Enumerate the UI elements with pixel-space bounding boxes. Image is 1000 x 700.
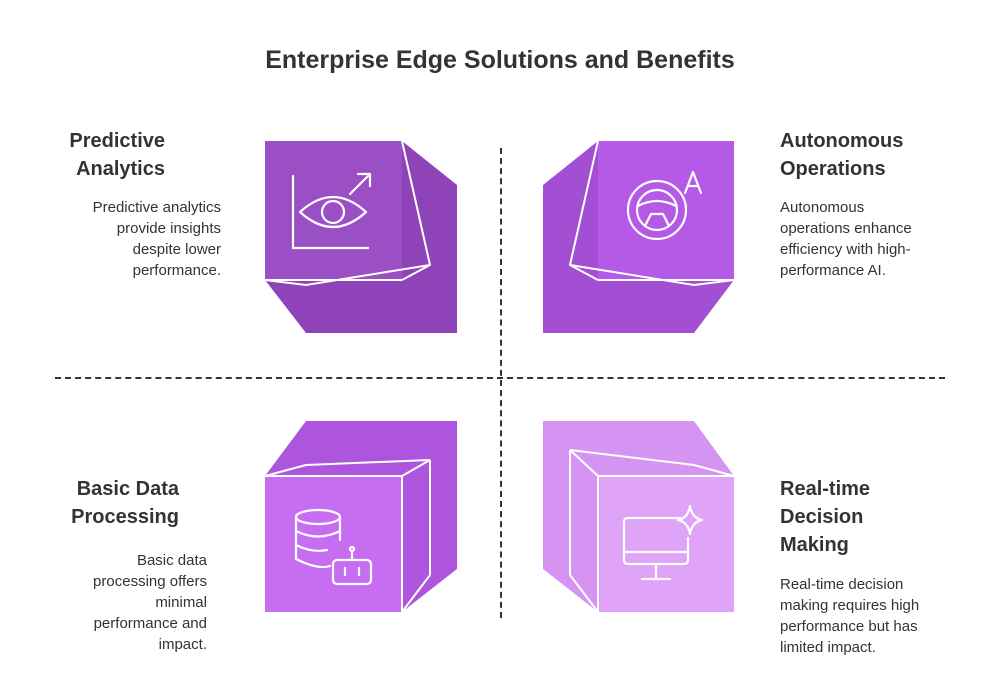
basic-data-processing-cube [264, 421, 457, 613]
desc-line: efficiency with high- [780, 241, 911, 258]
title-line: Analytics [76, 158, 165, 180]
cube-bottom-face [543, 280, 734, 333]
desc-line: Autonomous [780, 199, 865, 216]
title-line: Processing [71, 506, 179, 528]
desc-line: Predictive analytics [92, 199, 221, 216]
desc-line: minimal [155, 594, 207, 611]
title-line: Autonomous [780, 130, 904, 152]
desc-line: performance and [93, 615, 207, 632]
real-time-decision-making-title: Real-time Decision Making [780, 475, 970, 559]
monitor-sparkle-icon [622, 504, 704, 581]
autonomous-operations-cube [543, 140, 735, 333]
desc-line: impact. [158, 636, 207, 653]
cube-front-face [598, 141, 734, 280]
title-line: Basic Data [76, 478, 179, 500]
title-line: Real-time [780, 478, 871, 500]
autonomous-operations-title: Autonomous Operations [780, 127, 970, 183]
desc-line: provide insights [116, 220, 221, 237]
predictive-analytics-title: Predictive Analytics [40, 127, 165, 183]
desc-line: performance. [132, 262, 221, 279]
predictive-analytics-cube [264, 140, 457, 333]
diagram-title: Enterprise Edge Solutions and Benefits [265, 46, 735, 74]
cube-front-face [598, 476, 734, 612]
desc-line: performance but has [780, 618, 918, 635]
title-line: Decision [780, 506, 864, 528]
real-time-decision-making-description: Real-time decision making requires high … [780, 574, 980, 658]
desc-line: Real-time decision [780, 576, 904, 593]
steering-wheel-auto-icon [626, 170, 703, 241]
desc-line: limited impact. [780, 639, 876, 656]
basic-data-processing-title: Basic Data Processing [40, 475, 179, 531]
desc-line: Basic data [136, 552, 207, 569]
basic-data-processing-description: Basic data processing offers minimal per… [40, 550, 207, 655]
horizontal-axis-line [55, 377, 945, 379]
desc-line: processing offers [93, 573, 207, 590]
title-line: Operations [780, 158, 886, 180]
predictive-analytics-description: Predictive analytics provide insights de… [40, 197, 221, 281]
desc-line: performance AI. [780, 262, 886, 279]
desc-line: operations enhance [780, 220, 912, 237]
real-time-decision-making-cube [543, 421, 735, 613]
vertical-axis-line [500, 148, 502, 618]
title-line: Making [780, 534, 849, 556]
cube-front-face [265, 476, 402, 612]
desc-line: making requires high [780, 597, 920, 614]
cube-bottom-face [265, 280, 457, 333]
cube-side-face [543, 141, 598, 333]
database-bot-icon [294, 508, 373, 586]
cube-front-face [265, 141, 402, 280]
cube-side-face [402, 141, 457, 333]
eye-chart-icon [291, 172, 372, 250]
title-line: Predictive [69, 130, 165, 152]
desc-line: despite lower [132, 241, 221, 258]
cube-top-face [543, 421, 734, 476]
autonomous-operations-description: Autonomous operations enhance efficiency… [780, 197, 970, 281]
cube-top-face [265, 421, 457, 476]
